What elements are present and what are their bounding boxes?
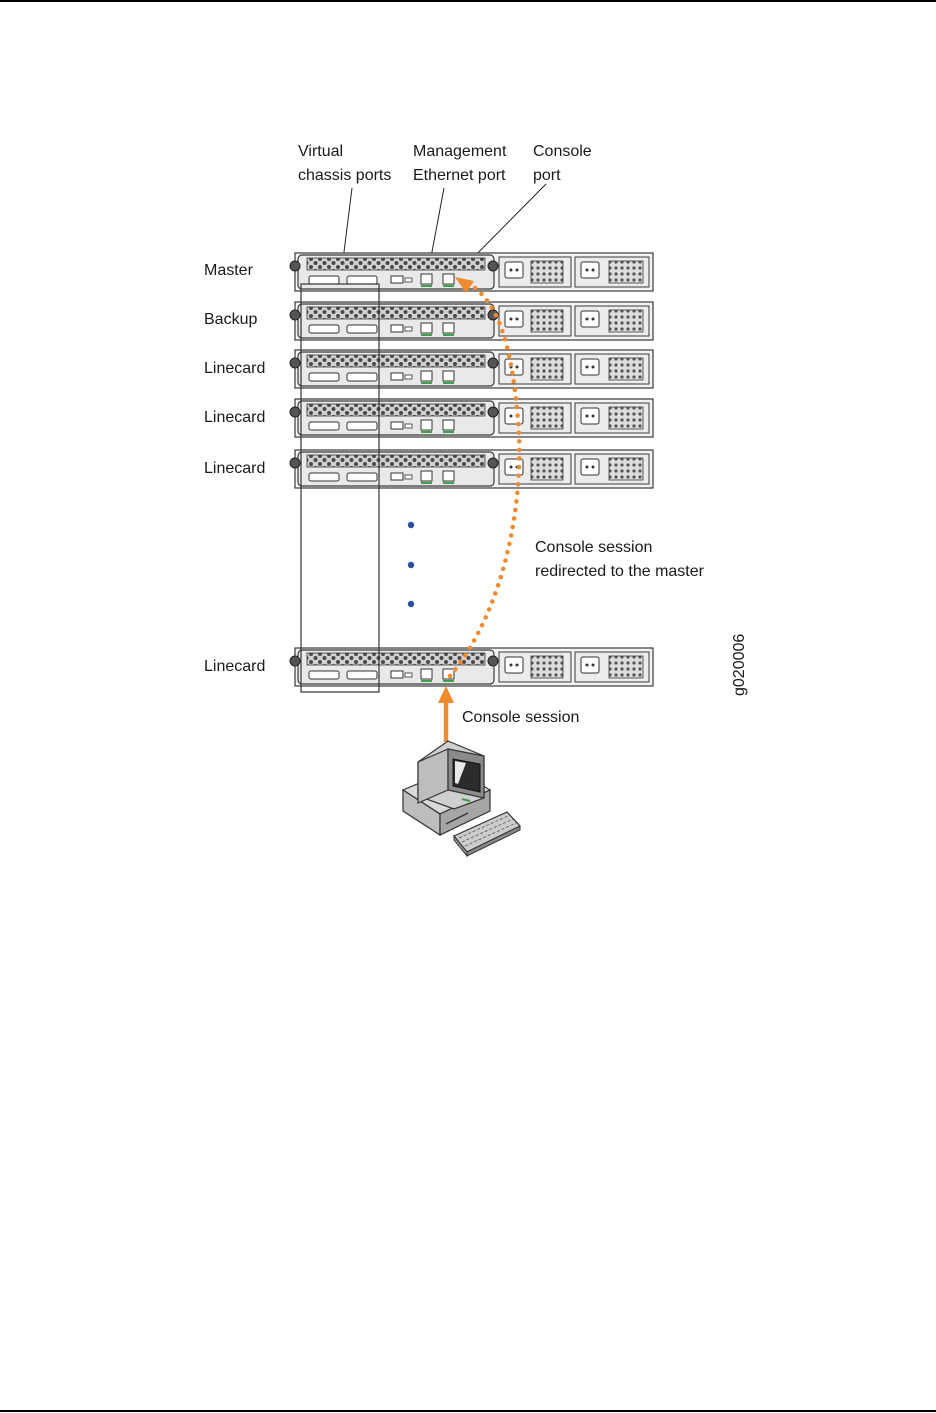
callout-console-line1: Console [533,143,592,160]
member-label-linecard-1: Linecard [204,360,265,377]
chassis-backup [289,301,654,341]
member-label-master: Master [204,262,254,279]
chassis-linecard-last [289,647,654,687]
member-label-linecard-2: Linecard [204,409,265,426]
computer-terminal-icon [401,740,521,858]
footer-rule [0,1410,936,1412]
virtual-chassis-cable-outline [300,283,380,693]
callout-management-line1: Management [413,143,507,160]
callout-management-line2: Ethernet port [413,167,506,184]
member-label-linecard-3: Linecard [204,460,265,477]
chassis-linecard-1 [289,349,654,389]
redirect-annotation-line2: redirected to the master [535,563,705,580]
ellipsis-dot-1 [407,521,415,529]
console-session-arrowhead [438,686,454,703]
redirect-dotted-arrow [447,279,522,679]
callout-console-line2: port [533,167,561,184]
header-rule [0,0,936,2]
chassis-linecard-3 [289,449,654,489]
chassis-master [289,252,654,292]
member-label-linecard-last: Linecard [204,658,265,675]
member-label-backup: Backup [204,311,257,328]
redirect-annotation-line1: Console session [535,539,652,556]
callout-virtual-chassis-line2: chassis ports [298,167,391,184]
redirect-arrowhead [455,277,474,293]
figure-id: g020006 [731,634,748,696]
callout-virtual-chassis-line1: Virtual [298,143,343,160]
chassis-linecard-2 [289,398,654,438]
ellipsis-dot-3 [407,600,415,608]
ellipsis-dot-2 [407,561,415,569]
console-session-label: Console session [462,709,579,726]
